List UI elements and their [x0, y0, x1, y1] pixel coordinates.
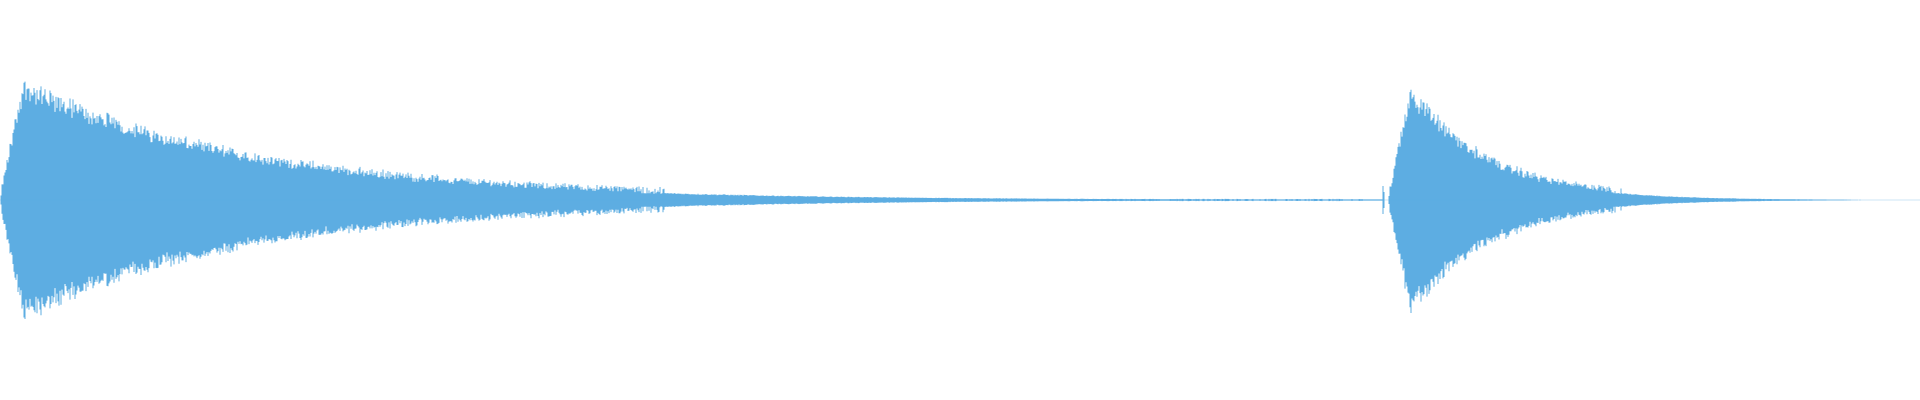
waveform-bars [0, 81, 1920, 319]
